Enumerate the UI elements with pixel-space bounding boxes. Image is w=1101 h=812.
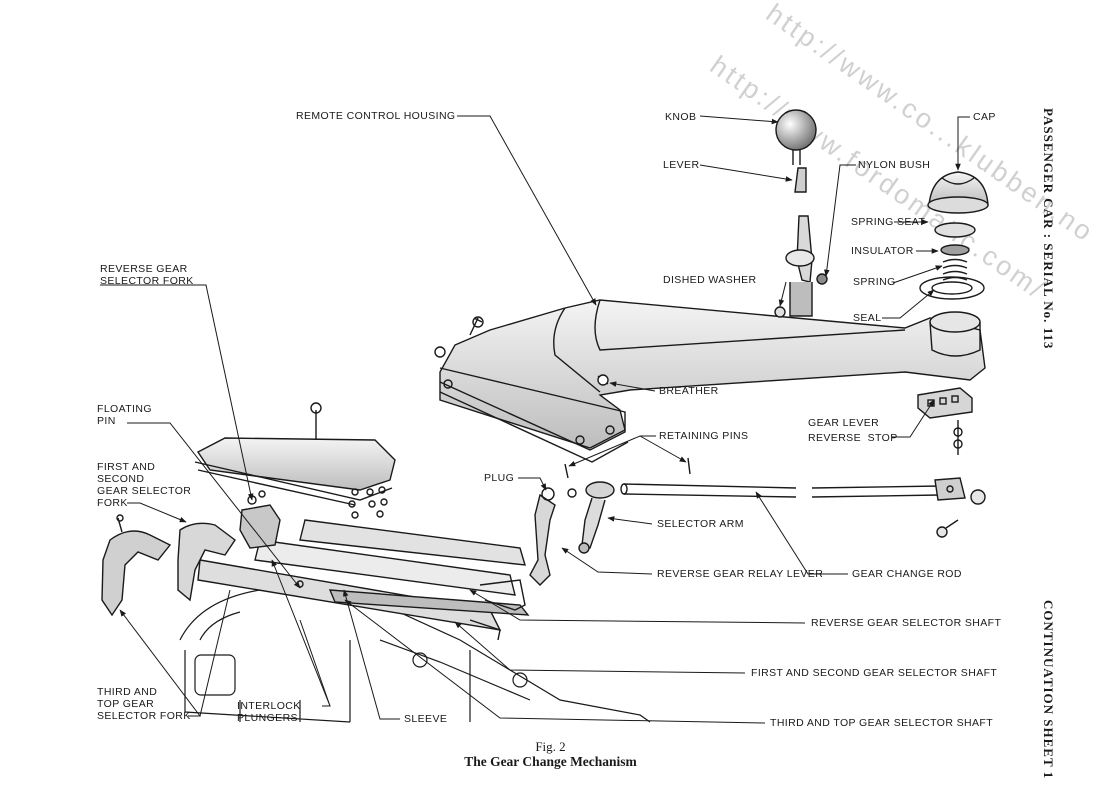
cover-plate-shape <box>116 402 396 588</box>
label-retaining-pins: RETAINING PINS <box>659 430 749 442</box>
label-spring-seat: SPRING SEAT <box>851 216 926 228</box>
label-seal: SEAL <box>853 312 882 324</box>
selector-forks-shape <box>101 495 281 617</box>
label-gear-change-rod: GEAR CHANGE ROD <box>852 568 962 580</box>
gear-lever-assembly <box>774 109 828 318</box>
leader-lines <box>100 115 970 724</box>
label-plug: PLUG <box>484 472 515 484</box>
reverse-stop-shape <box>917 387 973 455</box>
label-first-second-gear-selector-fork: FIRST AND SECOND GEAR SELECTOR FORK <box>97 461 192 509</box>
label-floating-pin: FLOATING PIN <box>97 403 152 427</box>
cap-assembly <box>919 171 989 300</box>
figure-title: The Gear Change Mechanism <box>464 754 637 769</box>
selector-shafts-shape <box>197 519 530 641</box>
label-spring: SPRING <box>853 276 896 288</box>
label-selector-arm: SELECTOR ARM <box>657 518 744 530</box>
label-third-top-gear-selector-shaft: THIRD AND TOP GEAR SELECTOR SHAFT <box>770 717 994 729</box>
label-lever: LEVER <box>663 159 700 171</box>
label-reverse-gear-selector-fork: REVERSE GEAR SELECTOR FORK <box>100 263 194 287</box>
side-header-serial: PASSENGER CAR : SERIAL No. 113 <box>1041 108 1056 350</box>
gear-change-rod-shape <box>620 477 986 538</box>
label-nylon-bush: NYLON BUSH <box>858 159 931 171</box>
label-insulator: INSULATOR <box>851 245 914 257</box>
figure-number: Fig. 2 <box>535 739 566 754</box>
label-gear-lever-reverse-stop: GEAR LEVER REVERSE STOP <box>808 417 898 444</box>
label-first-second-gear-selector-shaft: FIRST AND SECOND GEAR SELECTOR SHAFT <box>751 667 998 679</box>
label-knob: KNOB <box>665 111 697 123</box>
label-dished-washer: DISHED WASHER <box>663 274 757 286</box>
label-remote-control-housing: REMOTE CONTROL HOUSING <box>296 110 456 122</box>
side-header-continuation: CONTINUATION SHEET 1 <box>1041 600 1056 780</box>
selector-arm-shape <box>529 457 691 586</box>
label-reverse-gear-relay-lever: REVERSE GEAR RELAY LEVER <box>657 568 824 580</box>
label-third-top-gear-selector-fork: THIRD AND TOP GEAR SELECTOR FORK <box>97 686 191 722</box>
label-breather: BREATHER <box>659 385 719 397</box>
gearbox-casing <box>179 589 651 723</box>
label-reverse-gear-selector-shaft: REVERSE GEAR SELECTOR SHAFT <box>811 617 1002 629</box>
label-cap: CAP <box>973 111 996 123</box>
label-interlock-plungers: INTERLOCK PLUNGERS <box>237 700 301 724</box>
label-sleeve: SLEEVE <box>404 713 448 725</box>
